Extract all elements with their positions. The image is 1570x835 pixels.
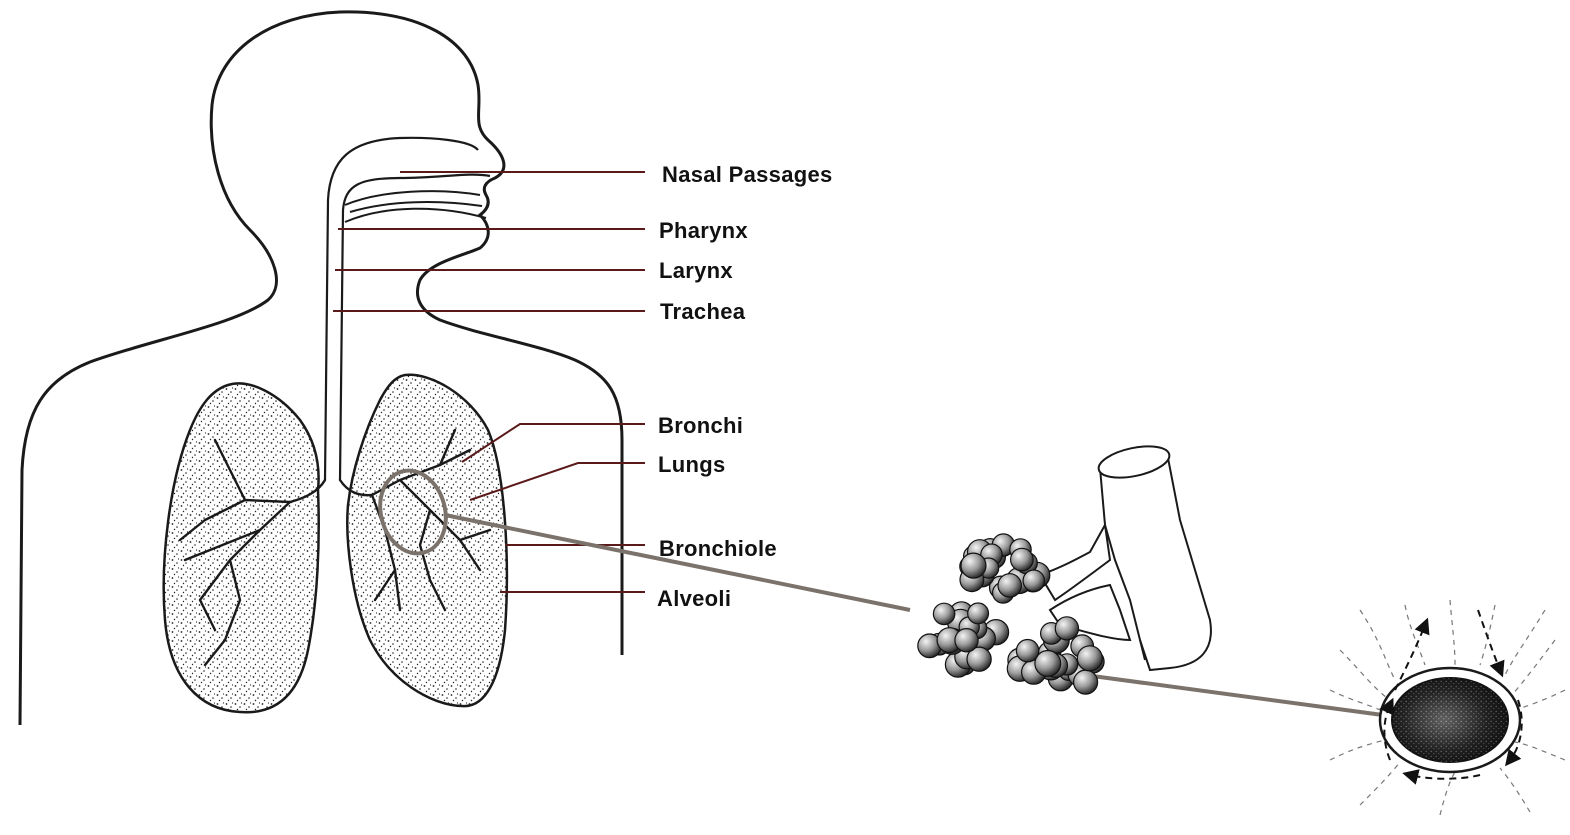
label-bronchiole: Bronchiole — [659, 538, 777, 560]
alveolus-ball — [1077, 646, 1102, 671]
label-larynx: Larynx — [659, 260, 733, 282]
label-nasal-passages: Nasal Passages — [662, 164, 833, 186]
alveolus-ball — [1074, 670, 1098, 694]
alveolus-ball — [961, 553, 986, 578]
alveolus-ball — [955, 629, 978, 652]
oral-cavity-outline — [345, 191, 486, 222]
label-bronchi: Bronchi — [658, 415, 743, 437]
alveolus-ball — [1011, 548, 1034, 571]
alveolus-cross-section — [1330, 600, 1565, 815]
label-lungs: Lungs — [658, 454, 726, 476]
alveolus-ball — [998, 574, 1021, 597]
label-pharynx: Pharynx — [659, 220, 748, 242]
alveolus-ball — [1023, 570, 1044, 591]
alveolus-ball — [1055, 617, 1078, 640]
label-alveoli: Alveoli — [657, 588, 731, 610]
alveolus-ball — [968, 603, 989, 624]
right-lung — [347, 375, 507, 706]
body-outline — [20, 12, 622, 725]
alveolus-ball — [933, 603, 954, 624]
alveolus-ball — [1016, 640, 1038, 662]
label-trachea: Trachea — [660, 301, 745, 323]
